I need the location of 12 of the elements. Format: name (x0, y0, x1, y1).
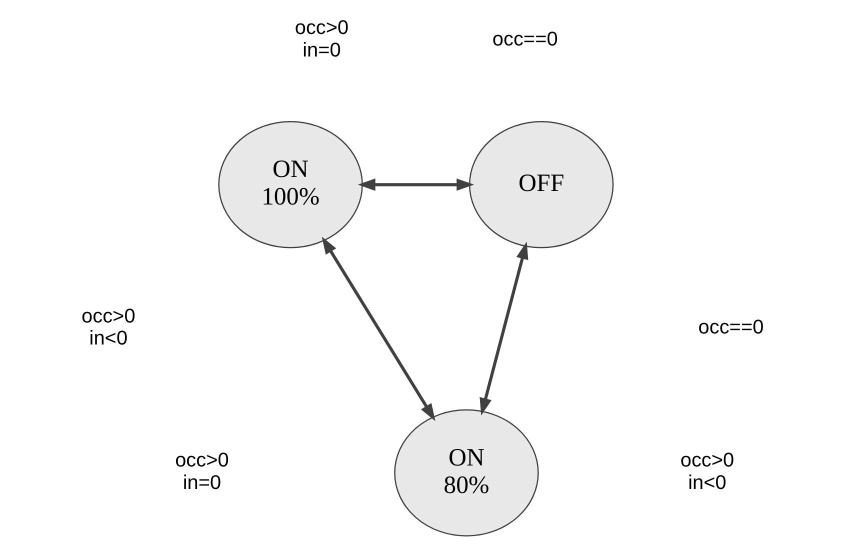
arrow (322, 236, 436, 422)
label: occ>0 in<0 (680, 449, 734, 494)
label: occ>0 in=0 (294, 17, 349, 62)
node-ellipse: ON 100% (218, 121, 363, 248)
node-ellipse: ON 80% (394, 409, 539, 536)
node-ellipse: OFF (468, 121, 614, 248)
label: occ>0 in=0 (175, 449, 229, 494)
label: occ>0 in<0 (82, 305, 136, 350)
arrow (358, 178, 474, 191)
label: occ==0 (698, 316, 764, 339)
label: occ==0 (492, 28, 558, 50)
arrow (480, 242, 528, 416)
